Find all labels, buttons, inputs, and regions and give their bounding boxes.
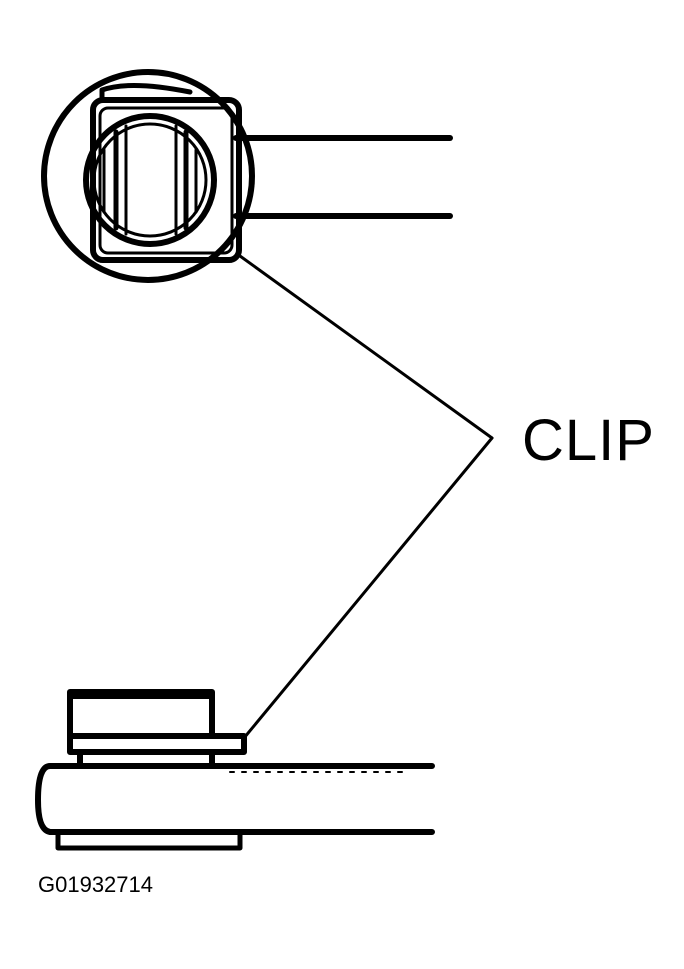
side-tube-upper-edge — [35, 763, 435, 835]
tube-end-circle-inner — [92, 122, 208, 238]
fitting-outer-ring — [41, 69, 255, 283]
clip-callout-label: CLIP — [522, 408, 655, 473]
leader-line-upper — [238, 254, 494, 440]
figure-id: G01932714 — [38, 872, 153, 897]
side-view-assembly — [35, 689, 435, 851]
clip-block — [67, 689, 215, 739]
clip-plate — [67, 733, 247, 755]
top-view-assembly — [41, 69, 453, 283]
clip-top-tab — [99, 83, 193, 103]
tube-end-circle — [83, 113, 217, 247]
leader-line-lower — [242, 436, 494, 740]
side-bottom-bracket — [55, 829, 243, 851]
callout-leaders — [238, 254, 494, 740]
clip-frame-inner — [98, 106, 234, 255]
